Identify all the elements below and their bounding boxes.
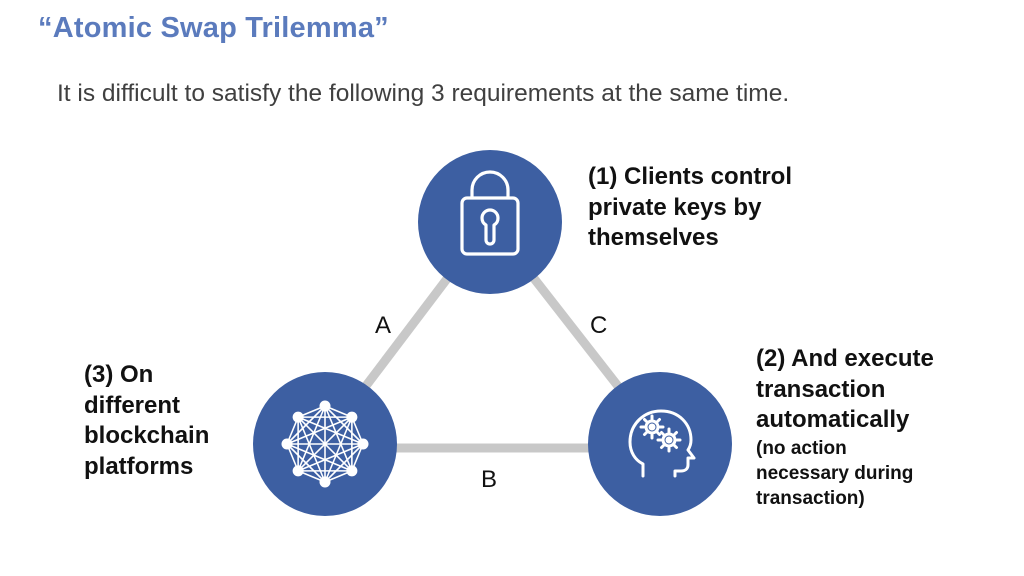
- mesh-link: [286, 443, 326, 483]
- requirement-1-line: themselves: [588, 224, 719, 251]
- node-cross-platform: [253, 372, 397, 516]
- requirement-2-note: transaction): [756, 487, 865, 509]
- gear-icon: [639, 414, 665, 440]
- mesh-link: [297, 416, 326, 483]
- requirement-3-line: different: [84, 391, 180, 419]
- requirement-3-line: blockchain: [84, 422, 210, 449]
- requirement-3-line: (3) On: [84, 361, 154, 388]
- requirement-2-note: (no action: [756, 437, 847, 459]
- mesh-node: [281, 438, 293, 450]
- requirement-3: (3) On different blockchain platforms: [84, 360, 209, 482]
- edge-label-c: C: [590, 312, 608, 339]
- requirement-3-line: platforms: [84, 452, 194, 480]
- mesh-node: [319, 476, 331, 488]
- network-mesh-icon: [281, 400, 369, 488]
- lock-icon: [460, 170, 520, 256]
- edge-label-a: A: [375, 312, 392, 339]
- gear-icon: [656, 427, 682, 453]
- mesh-node: [357, 438, 369, 450]
- mesh-node: [292, 411, 304, 423]
- requirement-2: (2) And execute transaction automaticall…: [756, 344, 934, 511]
- node-private-keys: [418, 150, 562, 294]
- mesh-node: [292, 465, 304, 477]
- mesh-node: [346, 411, 358, 423]
- head-gears-icon: [628, 409, 696, 478]
- requirement-2-line: automatically: [756, 406, 910, 433]
- requirement-2-line: (2) And execute: [756, 345, 934, 372]
- mesh-link: [297, 416, 364, 445]
- requirement-1-line: private keys by: [588, 193, 762, 221]
- requirement-1-line: (1) Clients control: [588, 163, 793, 190]
- slide-title: “Atomic Swap Trilemma”: [38, 12, 389, 44]
- requirement-2-note: necessary during: [756, 462, 914, 484]
- requirement-2-line: transaction: [756, 375, 886, 403]
- mesh-node: [346, 465, 358, 477]
- mesh-node: [319, 400, 331, 412]
- mesh-link: [297, 416, 353, 472]
- requirement-1: (1) Clients control private keys by them…: [588, 162, 792, 254]
- node-automatic-execution: [588, 372, 732, 516]
- slide-subtitle: It is difficult to satisfy the following…: [57, 80, 790, 107]
- edge-label-b: B: [481, 466, 498, 493]
